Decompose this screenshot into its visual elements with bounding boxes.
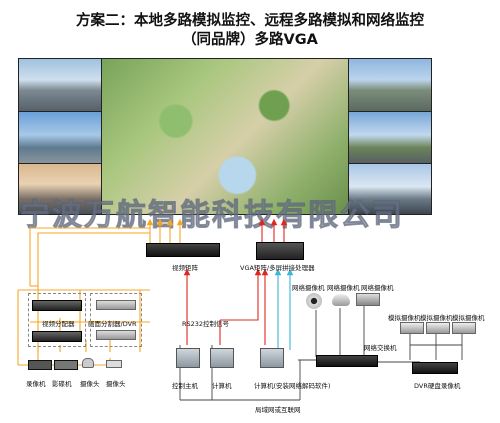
title-line-2: （同品牌）多路VGA (182, 32, 318, 48)
analog-camera-3-icon (452, 322, 476, 334)
network-camera-2-label: 网络摄像机 (327, 284, 360, 292)
video-matrix-device (146, 243, 220, 257)
screen-splitter-dvr-device (96, 300, 136, 310)
control-host-label: 控制主机 (172, 382, 198, 390)
screen-splitter-dvr-device-2 (96, 330, 136, 340)
recorder-label: 录像机 (26, 380, 46, 388)
lan-internet-label: 局域网或互联网 (255, 406, 301, 414)
computer-2 (210, 348, 234, 368)
analog-camera-2-icon (426, 322, 450, 334)
wall-screen-road-1 (349, 59, 431, 111)
network-camera-1-icon (306, 293, 322, 309)
title-line-1: 方案二：本地多路模拟监控、远程多路模拟和网络监控 (76, 13, 424, 29)
rs232-label: RS232控制信号 (182, 320, 230, 328)
computer-label: 计算机 (212, 382, 232, 390)
control-host-computer (176, 348, 200, 368)
wall-screen-road-2 (349, 112, 431, 163)
wall-screen-street-1 (19, 59, 101, 111)
bullet-camera-icon (106, 360, 122, 368)
network-switch-label: 网络交换机 (364, 344, 397, 352)
video-splitter-device (32, 300, 82, 311)
camera-2-label: 摄像头 (106, 380, 126, 388)
decoder-computer (260, 348, 284, 368)
video-wall (18, 58, 432, 215)
dvr-recorder-label: DVR硬盘录像机 (414, 382, 461, 390)
analog-camera-1-label: 模拟摄像机 (388, 314, 421, 322)
vga-processor-device (256, 242, 304, 260)
decoder-computer-label: 计算机(安装网络解码软件) (254, 382, 331, 390)
network-switch-device (316, 355, 378, 367)
network-camera-1-label: 网络摄像机 (292, 284, 325, 292)
dvr-group-box (90, 293, 142, 347)
analog-camera-2-label: 模拟摄像机 (420, 314, 453, 322)
dvd-player-device (54, 360, 78, 370)
wall-screen-aerial-city (102, 59, 348, 214)
screen-splitter-dvr-label: 画面分割器/DVR (88, 320, 137, 328)
recorder-device (28, 360, 52, 370)
splitter-group-box (28, 293, 86, 347)
analog-camera-3-label: 模拟摄像机 (452, 314, 485, 322)
camera-1-label: 摄像头 (80, 380, 100, 388)
network-camera-2-icon (332, 294, 350, 306)
video-splitter-label: 视频分配器 (42, 320, 75, 328)
dvd-player-label: 影碟机 (52, 380, 72, 388)
wall-screen-street-2 (19, 112, 101, 163)
video-splitter-device-2 (32, 331, 82, 342)
vga-processor-label: VGA矩阵/多屏拼接处理器 (240, 264, 315, 272)
dome-camera-icon (82, 358, 94, 368)
dvr-recorder-device (412, 362, 458, 374)
wall-screen-street-3 (19, 164, 101, 214)
analog-camera-1-icon (400, 322, 424, 334)
wall-screen-road-3 (349, 164, 431, 214)
network-camera-3-label: 网络摄像机 (361, 284, 394, 292)
network-camera-3-icon (356, 293, 380, 306)
video-matrix-label: 视频矩阵 (172, 264, 198, 272)
